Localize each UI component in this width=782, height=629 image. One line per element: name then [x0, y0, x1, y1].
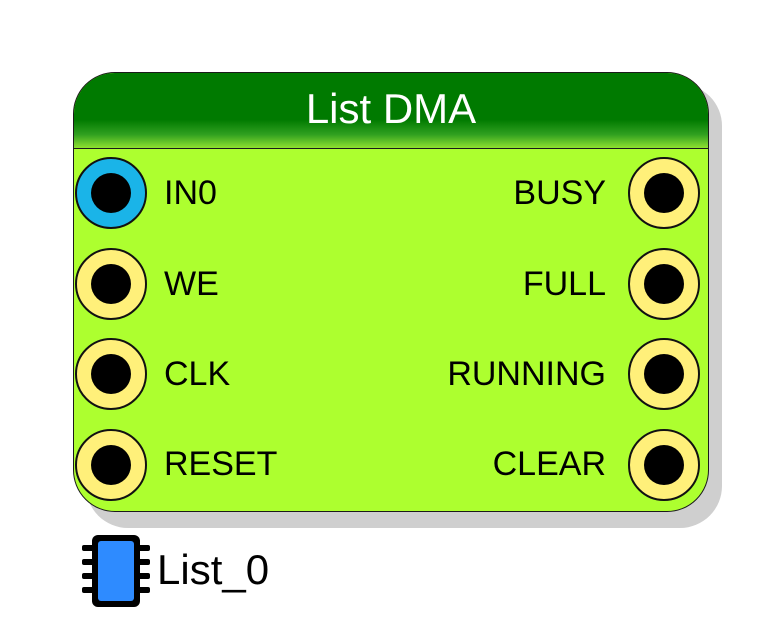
instance-name[interactable]: List_0 [157, 546, 270, 593]
output-label-full: FULL [522, 265, 606, 303]
port-hole [91, 173, 131, 213]
input-label-clk: CLK [164, 355, 231, 393]
port-hole [91, 445, 131, 485]
port-hole [91, 354, 131, 394]
input-port-we[interactable] [75, 248, 147, 320]
input-port-reset[interactable] [75, 429, 147, 501]
output-port-busy[interactable] [628, 157, 700, 229]
output-port-clear[interactable] [628, 429, 700, 501]
input-port-in0[interactable] [75, 157, 147, 229]
input-port-clk[interactable] [75, 338, 147, 410]
port-hole [644, 354, 684, 394]
output-port-running[interactable] [628, 338, 700, 410]
port-hole [644, 264, 684, 304]
output-label-clear: CLEAR [492, 445, 606, 483]
port-hole [91, 264, 131, 304]
output-label-busy: BUSY [513, 174, 606, 212]
output-port-full[interactable] [628, 248, 700, 320]
block-title: List DMA [305, 85, 477, 132]
port-hole [644, 445, 684, 485]
chip-icon[interactable] [80, 533, 160, 613]
chip-icon-graphic [82, 535, 150, 607]
output-label-running: RUNNING [447, 355, 606, 393]
input-label-we: WE [164, 265, 219, 303]
input-label-reset: RESET [164, 445, 278, 483]
list-dma-block[interactable]: List DMA [73, 72, 709, 512]
port-hole [644, 173, 684, 213]
input-label-in0: IN0 [164, 174, 217, 212]
block-header: List DMA [74, 73, 708, 149]
